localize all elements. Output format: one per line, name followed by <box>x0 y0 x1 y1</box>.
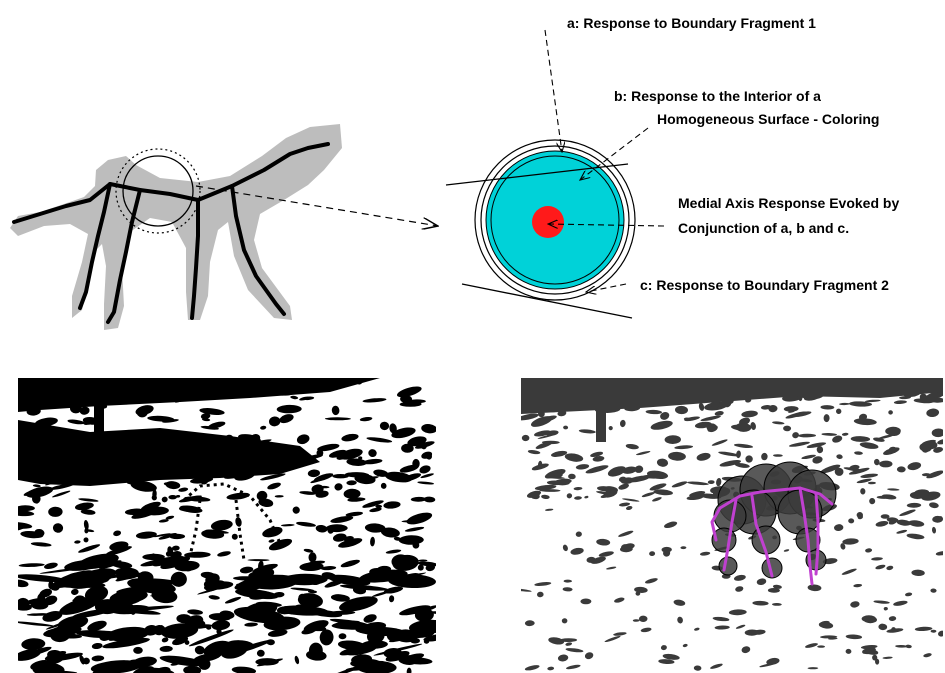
texture-blob <box>339 633 347 639</box>
label-b-line2: Homogeneous Surface - Coloring <box>657 111 879 127</box>
label-a: a: Response to Boundary Fragment 1 <box>567 15 816 31</box>
tree-trunk-right <box>596 378 606 442</box>
label-c: c: Response to Boundary Fragment 2 <box>640 277 889 293</box>
tree-trunk <box>94 378 104 444</box>
medial-axis-schematic: a: Response to Boundary Fragment 1 b: Re… <box>446 15 899 318</box>
texture-blob <box>580 598 591 604</box>
boundary-fragment-2-line <box>462 284 632 318</box>
arrow-c <box>586 284 626 292</box>
arrow-b <box>580 128 648 180</box>
label-medial-line1: Medial Axis Response Evoked by <box>678 195 899 211</box>
texture-blob <box>257 650 265 657</box>
texture-blob <box>133 647 143 654</box>
fitted-disk <box>719 557 737 575</box>
dog-silhouette-panel <box>10 124 438 330</box>
arrow-a <box>545 30 562 152</box>
texture-blob <box>817 645 825 647</box>
thresholded-photo <box>6 373 448 673</box>
label-medial-line2: Conjunction of a, b and c. <box>678 220 849 236</box>
texture-blob <box>412 459 419 469</box>
skeleton-overlay-photo <box>514 372 945 673</box>
medial-axis-point <box>532 206 564 238</box>
label-b-line1: b: Response to the Interior of a <box>614 88 821 104</box>
texture-blob <box>881 514 890 519</box>
